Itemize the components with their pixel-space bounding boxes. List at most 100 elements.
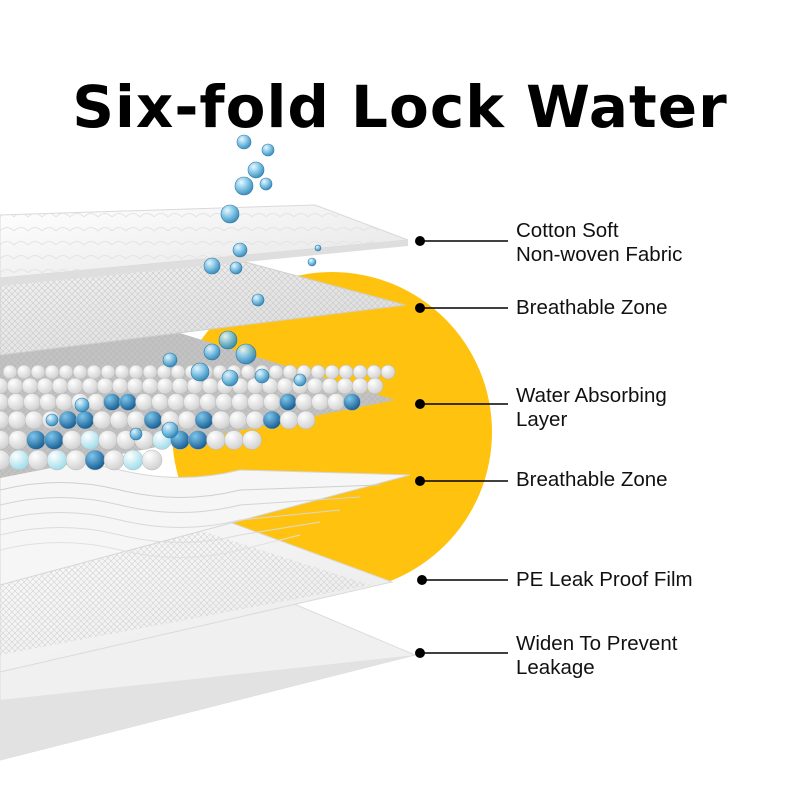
water-droplet <box>261 143 275 157</box>
water-droplet <box>234 176 254 196</box>
absorbent-bead <box>44 364 60 380</box>
absorbent-bead <box>156 377 174 395</box>
leader-bullet <box>415 476 425 486</box>
absorbent-bead <box>111 377 129 395</box>
absorbent-bead <box>126 410 146 430</box>
water-droplet <box>218 330 238 350</box>
water-droplet <box>247 161 265 179</box>
water-droplet <box>220 204 240 224</box>
absorbent-bead <box>36 377 54 395</box>
leader-bullet <box>415 399 425 409</box>
absorbent-bead <box>58 364 74 380</box>
absorbent-bead <box>65 449 87 471</box>
absorbent-bead <box>279 410 299 430</box>
water-droplet <box>203 257 221 275</box>
absorbent-bead <box>92 410 112 430</box>
absorbent-bead <box>170 364 186 380</box>
absorbent-bead <box>109 410 129 430</box>
absorbent-bead <box>188 430 208 450</box>
absorbent-bead <box>310 364 326 380</box>
absorbent-bead <box>26 430 46 450</box>
absorbent-bead <box>103 393 121 411</box>
label-widen-to-prevent-leakage: Widen To Prevent Leakage <box>516 632 678 679</box>
absorbent-bead <box>21 377 39 395</box>
absorbent-bead <box>30 364 46 380</box>
layer-breathable-mesh-texture <box>0 262 405 355</box>
absorbent-bead <box>66 377 84 395</box>
absorbent-bead <box>103 449 125 471</box>
absorbent-bead <box>380 364 396 380</box>
absorbent-bead <box>80 430 100 450</box>
absorbent-bead <box>58 410 78 430</box>
absorbent-bead <box>114 364 130 380</box>
absorbent-bead <box>51 377 69 395</box>
label-breathable-zone-lower: Breathable Zone <box>516 468 668 491</box>
water-droplet <box>129 427 143 441</box>
absorbent-bead <box>194 410 214 430</box>
water-droplet <box>232 242 248 258</box>
water-droplet <box>203 343 221 361</box>
label-breathable-zone-upper: Breathable Zone <box>516 296 668 319</box>
absorbent-bead <box>336 377 354 395</box>
absorbent-bead <box>211 410 231 430</box>
water-droplet <box>307 257 317 267</box>
absorbent-bead <box>72 364 88 380</box>
absorbent-bead <box>27 449 49 471</box>
absorbent-bead <box>224 430 244 450</box>
leader-bullet <box>417 575 427 585</box>
absorbent-bead <box>199 393 217 411</box>
layer-breathable-wave <box>0 462 411 586</box>
absorbent-bead <box>46 449 68 471</box>
leader-bullet <box>415 303 425 313</box>
absorbent-bead <box>24 410 44 430</box>
absorbent-bead <box>8 449 30 471</box>
absorbent-bead <box>75 410 95 430</box>
water-droplet <box>236 134 252 150</box>
label-pe-leak-proof-film: PE Leak Proof Film <box>516 568 693 591</box>
absorbent-bead <box>119 393 137 411</box>
absorbent-bead <box>231 393 249 411</box>
water-droplet <box>259 177 273 191</box>
absorbent-bead <box>240 364 256 380</box>
absorbent-bead <box>306 377 324 395</box>
water-droplet <box>221 369 239 387</box>
absorbent-bead <box>215 393 233 411</box>
absorbent-bead <box>6 377 24 395</box>
water-droplet <box>254 368 270 384</box>
absorbent-bead <box>279 393 297 411</box>
water-droplet <box>314 244 322 252</box>
absorbent-bead <box>311 393 329 411</box>
absorbent-bead <box>39 393 57 411</box>
water-droplet <box>251 293 265 307</box>
absorbent-bead <box>366 377 384 395</box>
absorbent-bead <box>338 364 354 380</box>
layer-water-absorbing <box>0 330 396 478</box>
absorbent-bead <box>201 377 219 395</box>
absorbent-bead <box>100 364 116 380</box>
absorbent-bead <box>143 410 163 430</box>
absorbent-bead <box>171 377 189 395</box>
layer-cotton-texture <box>0 205 408 278</box>
absorbent-bead <box>177 410 197 430</box>
absorbent-bead <box>366 364 382 380</box>
absorbent-bead <box>44 430 64 450</box>
absorbent-bead <box>122 449 144 471</box>
water-droplet <box>161 421 179 439</box>
absorbent-bead <box>141 377 159 395</box>
absorbent-bead <box>2 364 18 380</box>
water-droplets <box>45 134 322 441</box>
absorbent-bead <box>343 393 361 411</box>
water-droplet <box>229 261 243 275</box>
absorbent-bead <box>268 364 284 380</box>
layer-widen-shadow <box>0 655 415 760</box>
absorbent-bead <box>142 364 158 380</box>
leader-bullet <box>415 648 425 658</box>
absorbent-bead <box>242 430 262 450</box>
water-droplet <box>190 362 210 382</box>
absorbent-bead <box>128 364 144 380</box>
absorbent-bead <box>96 377 114 395</box>
absorbent-bead <box>262 410 282 430</box>
absorbent-bead <box>8 430 28 450</box>
